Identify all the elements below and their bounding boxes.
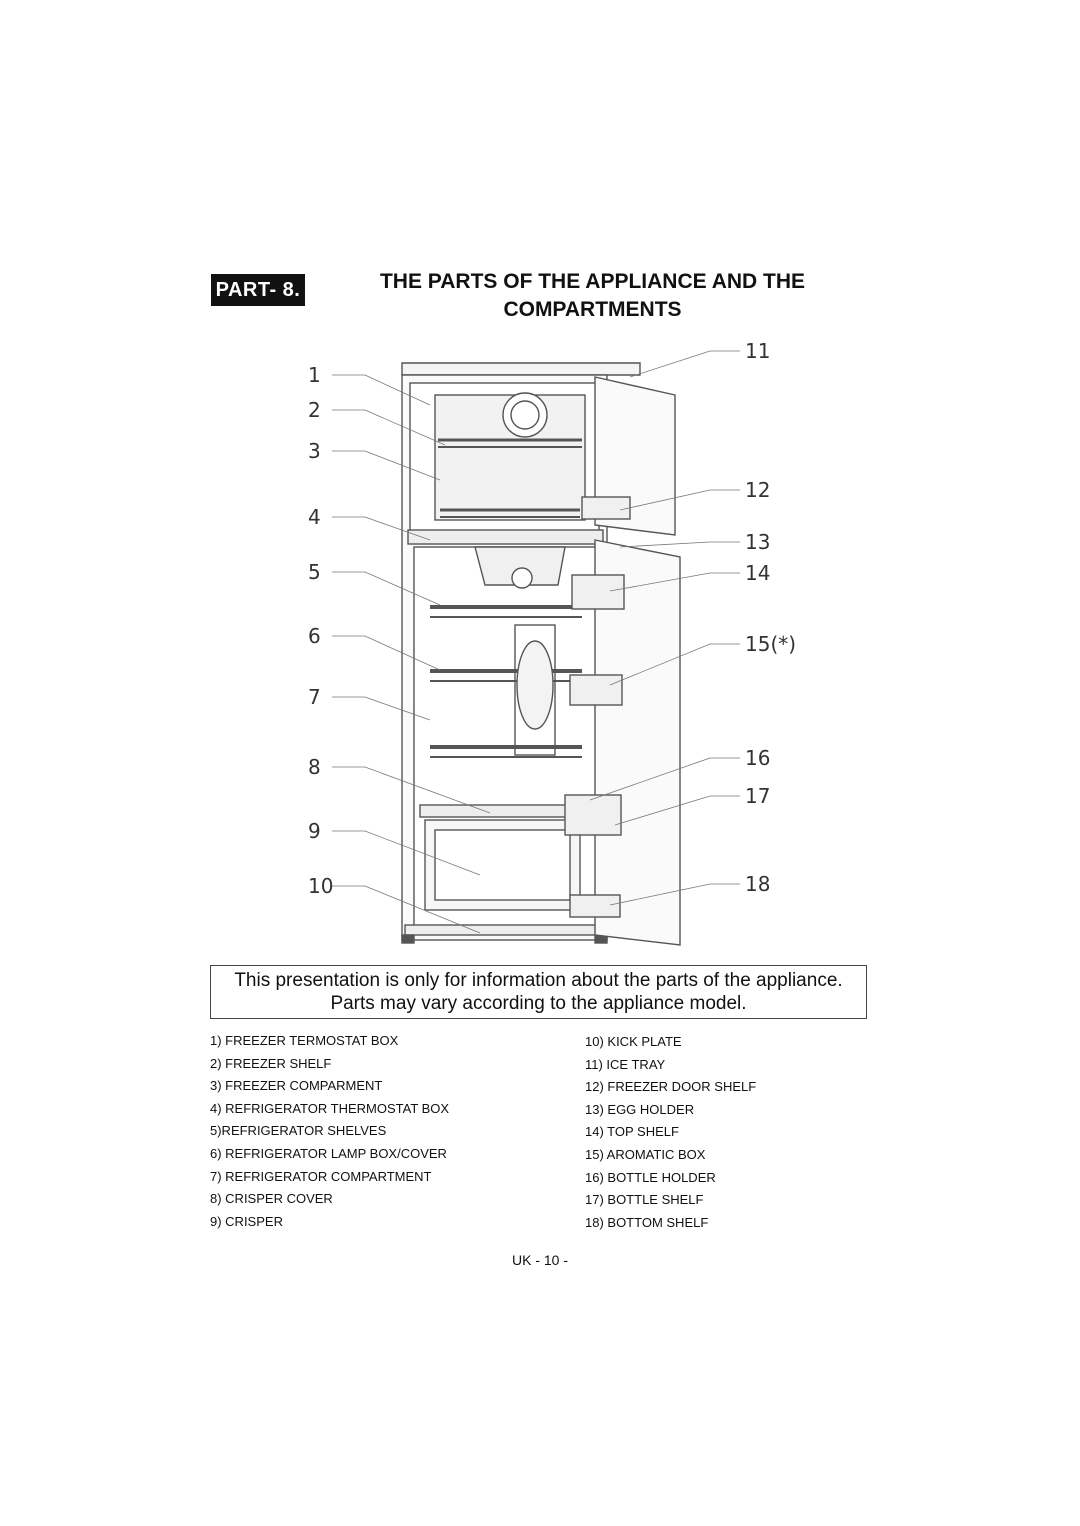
list-item: 3) FREEZER COMPARMENT: [210, 1078, 383, 1094]
callout-10: 10: [308, 874, 333, 898]
part-badge: PART- 8.: [211, 274, 305, 306]
list-item: 6) REFRIGERATOR LAMP BOX/COVER: [210, 1145, 447, 1161]
list-item: 4) REFRIGERATOR THERMOSTAT BOX: [210, 1100, 450, 1116]
refrigerator-body: [401, 362, 681, 946]
callout-4: 4: [308, 505, 321, 529]
callout-2: 2: [308, 398, 321, 422]
parts-list-right: 10) KICK PLATE 11) ICE TRAY 12) FREEZER …: [585, 1034, 756, 1237]
list-item: 9) CRISPER: [210, 1213, 283, 1229]
list-item: 5)REFRIGERATOR SHELVES: [210, 1123, 387, 1139]
callout-12: 12: [745, 478, 770, 502]
callout-6: 6: [308, 624, 321, 648]
list-item: 8) CRISPER COVER: [210, 1191, 333, 1207]
callout-3: 3: [308, 439, 321, 463]
callout-8: 8: [308, 755, 321, 779]
callout-18: 18: [745, 872, 770, 896]
callout-13: 13: [745, 530, 770, 554]
list-item: 16) BOTTLE HOLDER: [585, 1169, 716, 1185]
list-item: 2) FREEZER SHELF: [210, 1055, 332, 1071]
list-item: 1) FREEZER TERMOSTAT BOX: [210, 1033, 399, 1048]
list-item: 17) BOTTLE SHELF: [585, 1192, 704, 1208]
disclaimer-line-2: Parts may vary according to the applianc…: [330, 993, 747, 1014]
callout-labels: 1 2 3 4 5 6 7 8 9 10 11 12 13 14 15(*) 1…: [308, 339, 796, 898]
callout-17: 17: [745, 784, 770, 808]
callout-7: 7: [308, 685, 321, 709]
callout-14: 14: [745, 561, 770, 585]
parts-list-left: 1) FREEZER TERMOSTAT BOX 2) FREEZER SHEL…: [210, 1033, 449, 1236]
page-number: UK - 10 -: [511, 1252, 568, 1268]
title-line-2: COMPARTMENTS: [503, 298, 682, 321]
callout-5: 5: [308, 560, 321, 584]
callout-1: 1: [308, 363, 321, 387]
disclaimer-line-1: This presentation is only for informatio…: [234, 970, 843, 991]
callout-15: 15(*): [745, 632, 796, 656]
disclaimer-box: This presentation is only for informatio…: [210, 965, 867, 1019]
list-item: 7) REFRIGERATOR COMPARTMENT: [210, 1168, 432, 1184]
callout-16: 16: [745, 746, 770, 770]
list-item: 18) BOTTOM SHELF: [585, 1214, 709, 1230]
list-item: 12) FREEZER DOOR SHELF: [585, 1079, 757, 1095]
list-item: 11) ICE TRAY: [585, 1056, 666, 1072]
callout-11: 11: [745, 339, 770, 363]
list-item: 15) AROMATIC BOX: [585, 1146, 706, 1162]
title-line-1: THE PARTS OF THE APPLIANCE AND THE: [379, 270, 806, 293]
callout-9: 9: [308, 819, 321, 843]
appliance-diagram: 1 2 3 4 5 6 7 8 9 10 11 12 13 14 15(*) 1…: [308, 339, 796, 946]
page-title: THE PARTS OF THE APPLIANCE AND THE COMPA…: [320, 268, 865, 324]
list-item: 10) KICK PLATE: [585, 1034, 682, 1049]
list-item: 13) EGG HOLDER: [585, 1101, 695, 1117]
list-item: 14) TOP SHELF: [585, 1124, 679, 1140]
leader-lines: [332, 350, 740, 934]
